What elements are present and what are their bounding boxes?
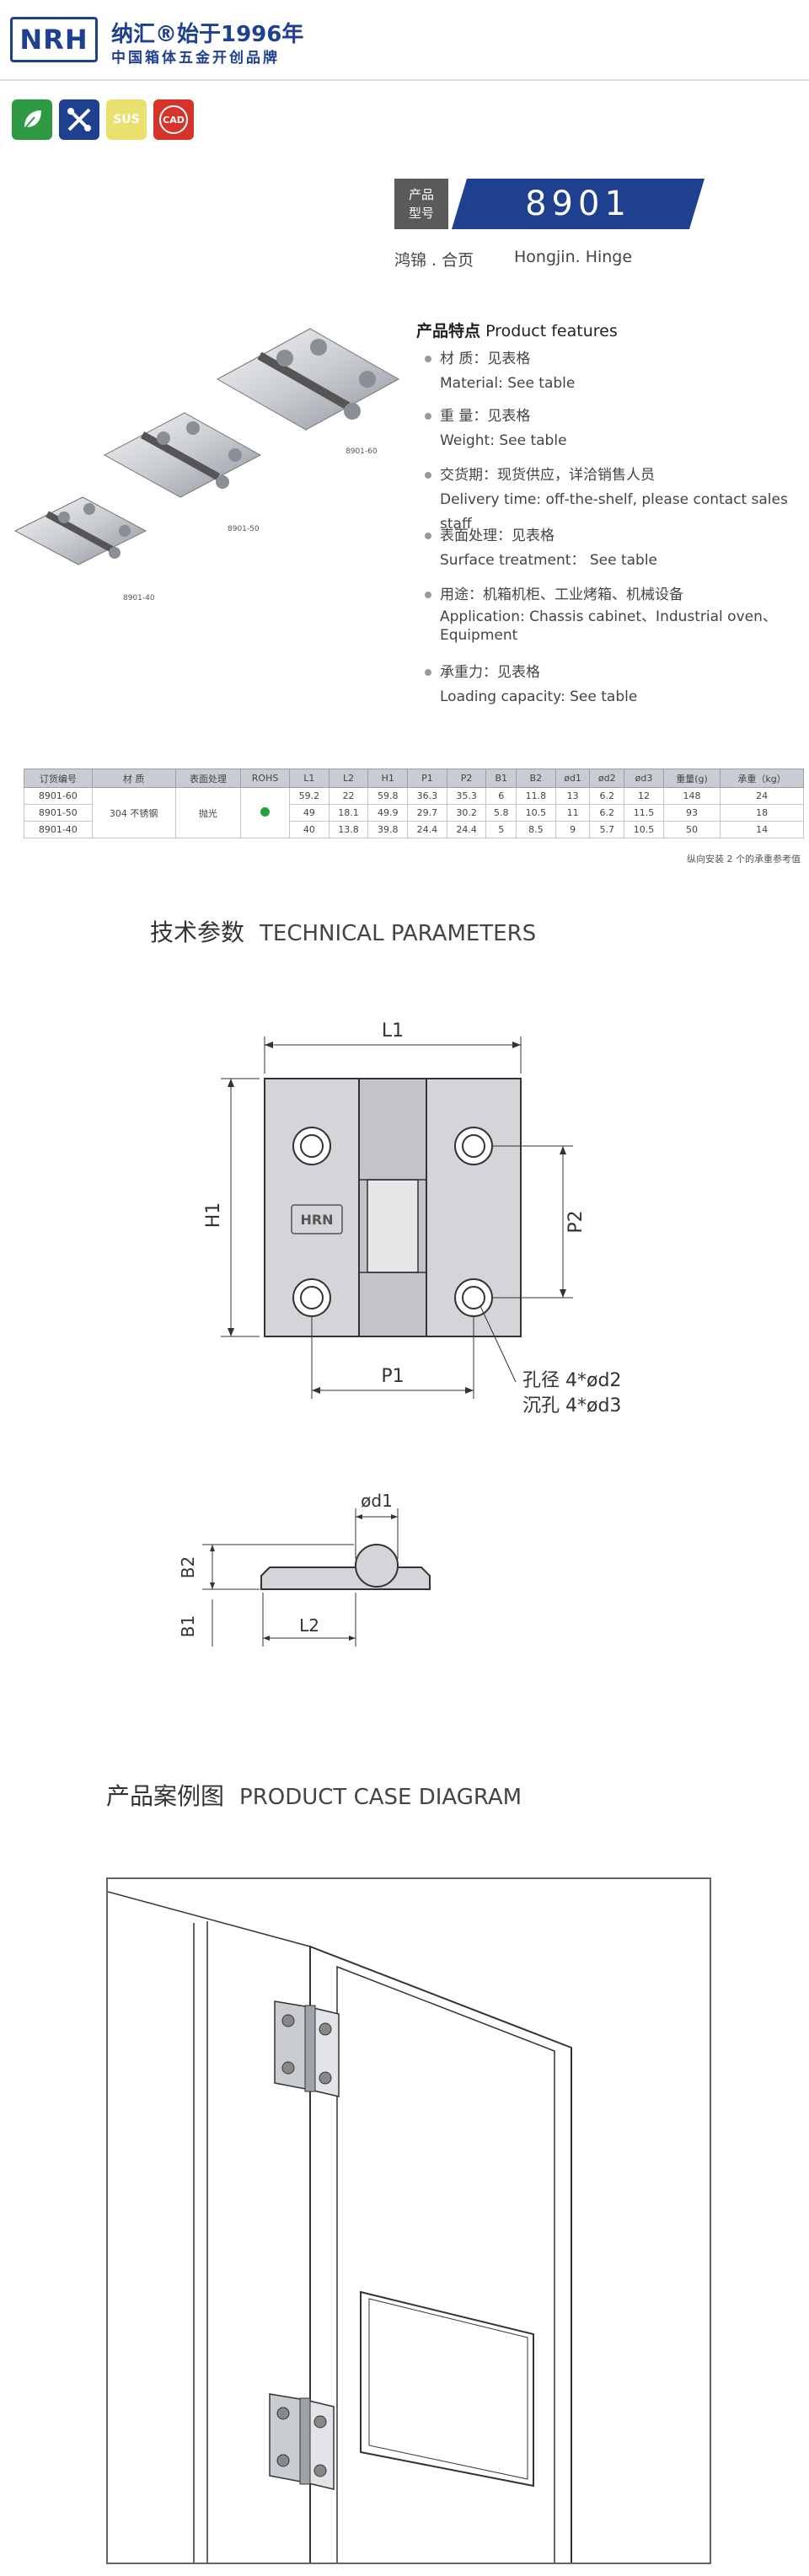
hinge-product-photo: 8901-60 8901-50 8901-40: [13, 328, 400, 602]
tools-icon: [59, 99, 99, 140]
dim-b1-label: B1: [178, 1615, 198, 1637]
illus-label-50: 8901-50: [228, 525, 260, 533]
illus-label-40: 8901-40: [123, 594, 155, 602]
eco-leaf-icon: [12, 99, 52, 140]
illus-label-60: 8901-60: [346, 447, 378, 456]
col-load: 承重（kg）: [720, 769, 804, 788]
case-hinge-top: [274, 2000, 340, 2097]
case-diagram: [106, 1877, 711, 2564]
col-rohs: ROHS: [240, 769, 290, 788]
cabinet-door-illustration: [108, 1891, 572, 2563]
col-b2: B2: [516, 769, 556, 788]
brand-logo: NRH: [10, 17, 98, 62]
table-note: 纵向安装 2 个的承重参考值: [687, 854, 801, 865]
surface-cell: 抛光: [174, 787, 242, 838]
col-weight: 重量(g): [662, 769, 721, 788]
hinge-8901-50: [103, 412, 262, 498]
col-h1: H1: [367, 769, 409, 788]
col-l1: L1: [289, 769, 329, 788]
plate-logo-text: HRN: [300, 1212, 333, 1228]
col-order-no: 订货编号: [24, 769, 93, 788]
col-l2: L2: [328, 769, 369, 788]
countersink-label: 沉孔 4*ød3: [522, 1395, 621, 1417]
col-d3: ød3: [624, 769, 664, 788]
front-view-drawing: HRN L1 H1 P2 P1 孔径 4*ød2 沉孔 4*ød3: [203, 1020, 621, 1417]
case-hinge-bottom: [269, 2393, 335, 2490]
dim-l2-label: L2: [299, 1615, 319, 1636]
brand-tagline: 中国箱体五金开创品牌: [111, 50, 280, 67]
model-banner: [452, 179, 705, 229]
col-surface: 表面处理: [174, 769, 242, 788]
col-b1: B1: [485, 769, 517, 788]
hinge-8901-60: [216, 328, 400, 431]
model-label: 产品 型号: [394, 179, 448, 229]
feature-loading: 承重力：见表格 Loading capacity: See table: [425, 661, 637, 710]
feature-application: 用途：机箱机柜、工业烤箱、机械设备 Application: Chassis c…: [425, 583, 777, 645]
feature-material: 材 质：见表格 Material: See table: [425, 347, 575, 396]
cad-badge: CAD: [153, 99, 194, 140]
col-d2: ød2: [589, 769, 625, 788]
dim-l1-label: L1: [382, 1020, 404, 1042]
rohs-cell: [240, 787, 290, 838]
product-name-cn: 鸿锦 . 合页: [394, 251, 474, 270]
feature-weight: 重 量：见表格 Weight: See table: [425, 404, 567, 453]
features-title: 产品特点 Product features: [416, 322, 618, 340]
spec-table: 订货编号 材 质 表面处理 ROHS L1 L2 H1 P1 P2 B1 B2 …: [24, 769, 804, 838]
dim-d1-label: ød1: [361, 1491, 393, 1511]
hole-diameter-label: 孔径 4*ød2: [522, 1370, 621, 1391]
col-d1: ød1: [555, 769, 591, 788]
dim-h1-label: H1: [203, 1202, 224, 1229]
col-p1: P1: [407, 769, 447, 788]
model-number: 8901: [525, 185, 631, 223]
dim-p1-label: P1: [381, 1366, 404, 1387]
page-header: NRH 纳汇®始于1996年 中国箱体五金开创品牌: [0, 0, 809, 84]
feature-surface: 表面处理：见表格 Surface treatment： See table: [425, 524, 657, 573]
feature-delivery: 交货期：现货供应，详洽销售人员 Delivery time: off-the-s…: [425, 463, 809, 537]
col-material: 材 质: [91, 769, 176, 788]
col-p2: P2: [446, 769, 487, 788]
rohs-compliant-icon: [260, 806, 271, 817]
sus-badge: SUS: [106, 99, 147, 140]
hinge-8901-40: [13, 496, 147, 565]
material-cell: 304 不锈钢: [91, 787, 176, 838]
side-view-drawing: ød1 B2 B1 L2: [178, 1491, 431, 1647]
product-name-en: Hongjin. Hinge: [514, 248, 633, 266]
dim-p2-label: P2: [565, 1210, 587, 1233]
table-header-row: 订货编号 材 质 表面处理 ROHS L1 L2 H1 P1 P2 B1 B2 …: [24, 769, 804, 788]
header-divider: [0, 79, 809, 81]
dim-b2-label: B2: [178, 1556, 198, 1578]
brand-slogan: 纳汇®始于1996年: [111, 22, 304, 47]
